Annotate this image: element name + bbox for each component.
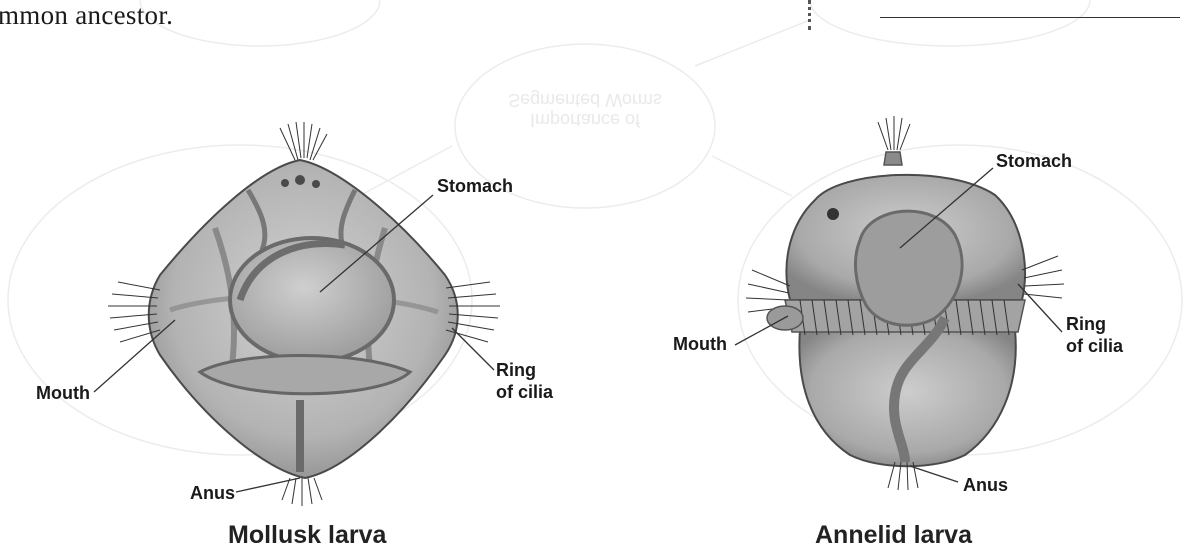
annelid-ring-leader bbox=[1018, 284, 1062, 332]
annelid-mouth-leader bbox=[735, 316, 788, 345]
annelid-anus-leader bbox=[910, 466, 958, 482]
annelid-lower-body bbox=[799, 330, 1015, 466]
annelid-stomach bbox=[855, 211, 962, 325]
annelid-ring-label-line1: Ring bbox=[1066, 313, 1106, 335]
annelid-side-cilia-right bbox=[1022, 256, 1064, 298]
annelid-apical-tuft bbox=[878, 116, 910, 150]
annelid-mouth-label: Mouth bbox=[673, 333, 727, 355]
annelid-anus-label: Anus bbox=[963, 474, 1008, 496]
annelid-stomach-label: Stomach bbox=[996, 150, 1072, 172]
annelid-caption: Annelid larva bbox=[815, 521, 972, 550]
annelid-ring-label-line2: of cilia bbox=[1066, 335, 1123, 357]
